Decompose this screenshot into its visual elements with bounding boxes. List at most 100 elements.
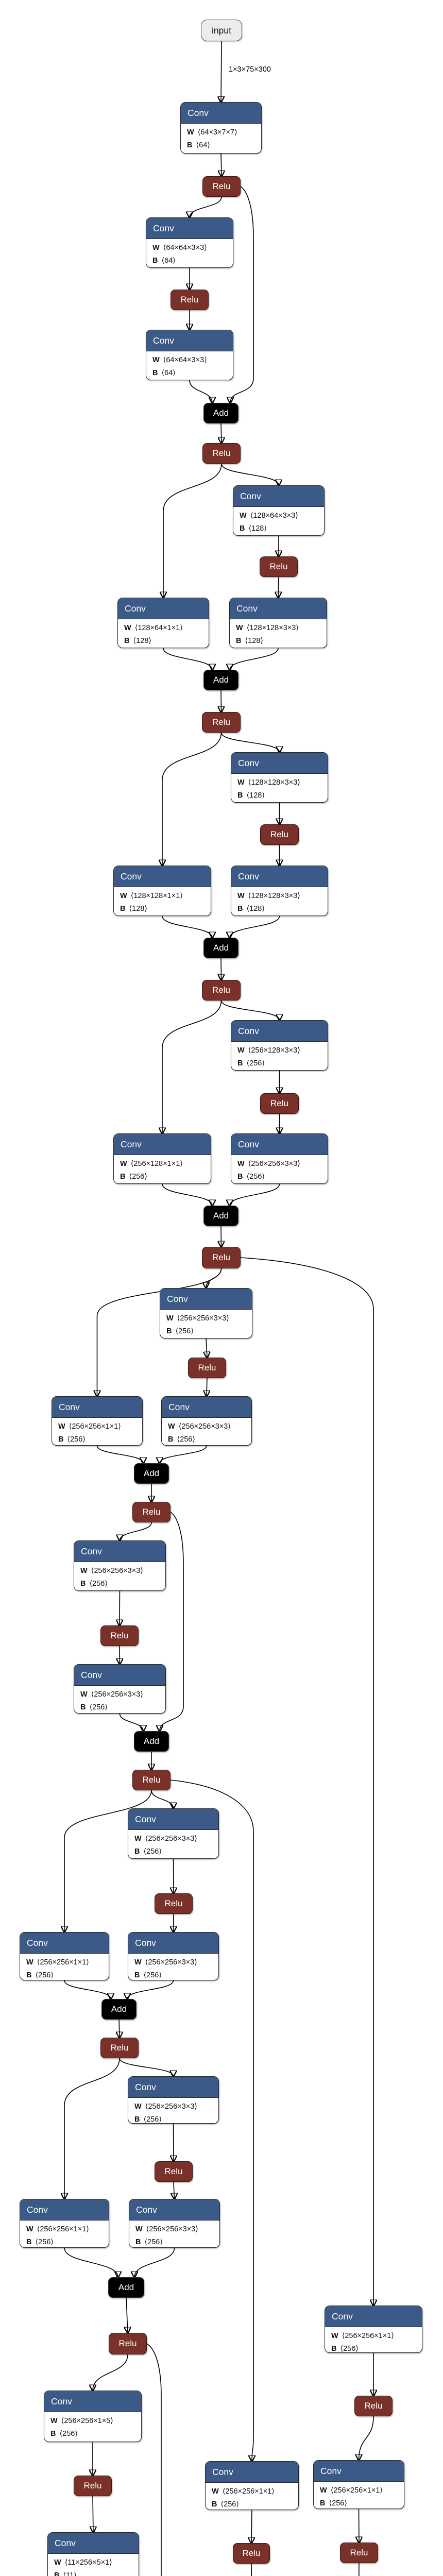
- relu-node[interactable]: Relu: [340, 2543, 378, 2563]
- io-node-input[interactable]: input: [201, 20, 242, 41]
- relu-node[interactable]: Relu: [202, 712, 241, 733]
- relu-node[interactable]: Relu: [155, 1893, 193, 1914]
- conv-attr-row: B⟨64⟩: [152, 367, 227, 380]
- relu-node[interactable]: Relu: [100, 1625, 139, 1646]
- add-node[interactable]: Add: [203, 403, 238, 423]
- edge-r11-c16: [120, 1522, 152, 1540]
- add-node[interactable]: Add: [134, 1731, 169, 1752]
- conv-attr-row: B⟨256⟩: [212, 2498, 292, 2510]
- edge-a1-r3: [221, 423, 222, 443]
- relu-node[interactable]: Relu: [132, 1770, 171, 1790]
- conv-op-title: Conv: [230, 598, 327, 619]
- conv-attrs: W⟨256×256×1×1⟩B⟨256⟩: [52, 1418, 142, 1445]
- relu-node[interactable]: Relu: [260, 824, 299, 845]
- attr-key: B: [152, 368, 158, 377]
- attr-key: W: [237, 1046, 245, 1055]
- conv-attrs: W⟨256×256×1×1⟩B⟨256⟩: [325, 2327, 422, 2352]
- attr-shape: ⟨256⟩: [59, 2429, 78, 2438]
- relu-node[interactable]: Relu: [109, 2333, 147, 2354]
- relu-node[interactable]: Relu: [132, 1502, 171, 1522]
- conv-attrs: W⟨128×128×1×1⟩B⟨128⟩: [114, 887, 211, 916]
- relu-node[interactable]: Relu: [171, 290, 209, 310]
- attr-shape: ⟨256⟩: [89, 1579, 108, 1588]
- attr-key: W: [187, 128, 194, 137]
- attr-key: W: [152, 356, 160, 364]
- conv-attr-row: B⟨256⟩: [237, 1057, 321, 1070]
- add-node[interactable]: Add: [203, 1206, 238, 1226]
- attr-key: B: [124, 636, 130, 645]
- relu-node[interactable]: Relu: [188, 1358, 226, 1378]
- edge-r17-c24: [93, 2354, 128, 2391]
- edge-a4-r9: [221, 1226, 222, 1247]
- conv-attrs: W⟨128×128×3×3⟩B⟨128⟩: [231, 774, 328, 802]
- relu-node[interactable]: Relu: [202, 443, 241, 464]
- attr-shape: ⟨128⟩: [133, 636, 151, 645]
- relu-node[interactable]: Relu: [74, 2476, 112, 2496]
- conv-attr-row: W⟨256×256×1×1⟩: [58, 1420, 136, 1433]
- relu-node[interactable]: Relu: [202, 980, 241, 1001]
- attr-shape: ⟨256⟩: [89, 1703, 108, 1711]
- edge-c19-a7: [64, 1980, 111, 1999]
- attr-shape: ⟨256×256×3×3⟩: [178, 1422, 231, 1431]
- conv-attr-row: W⟨256×256×3×3⟩: [168, 1420, 245, 1433]
- attr-shape: ⟨64×64×3×3⟩: [163, 356, 207, 364]
- conv-attr-row: W⟨256×256×1×1⟩: [212, 2485, 292, 2498]
- relu-node[interactable]: Relu: [202, 176, 241, 197]
- relu-node[interactable]: Relu: [100, 2038, 139, 2058]
- relu-node[interactable]: Relu: [354, 2396, 393, 2416]
- add-node[interactable]: Add: [134, 1463, 169, 1484]
- relu-node[interactable]: Relu: [260, 556, 298, 577]
- conv-attr-row: W⟨256×256×3×3⟩: [135, 2223, 213, 2236]
- conv-op-title: Conv: [114, 866, 211, 887]
- attr-key: W: [152, 244, 160, 252]
- attr-shape: ⟨256⟩: [220, 2500, 239, 2509]
- relu-node[interactable]: Relu: [202, 1247, 241, 1268]
- attr-shape: ⟨256×256×3×3⟩: [145, 2103, 197, 2111]
- conv-attrs: W⟨256×256×1×1⟩B⟨256⟩: [20, 1954, 109, 1980]
- conv-op-title: Conv: [231, 1021, 328, 1042]
- conv-attrs: W⟨256×256×1×1⟩B⟨256⟩: [20, 2221, 109, 2247]
- conv-attr-row: B⟨128⟩: [120, 903, 205, 916]
- attr-shape: ⟨256⟩: [129, 1172, 147, 1181]
- conv-attrs: W⟨256×256×1×5⟩B⟨256⟩: [44, 2412, 141, 2441]
- add-node[interactable]: Add: [108, 2277, 144, 2298]
- relu-node[interactable]: Relu: [155, 2161, 193, 2182]
- add-node[interactable]: Add: [203, 670, 238, 690]
- edge-c23-a8: [134, 2247, 175, 2277]
- relu-node[interactable]: Relu: [260, 1093, 299, 1114]
- relu-node[interactable]: Relu: [233, 2543, 270, 2564]
- add-node[interactable]: Add: [203, 938, 238, 958]
- attr-key: W: [320, 2486, 327, 2495]
- attr-key: W: [120, 892, 127, 900]
- conv-op-title: Conv: [20, 2199, 109, 2221]
- add-node[interactable]: Add: [101, 1999, 137, 2020]
